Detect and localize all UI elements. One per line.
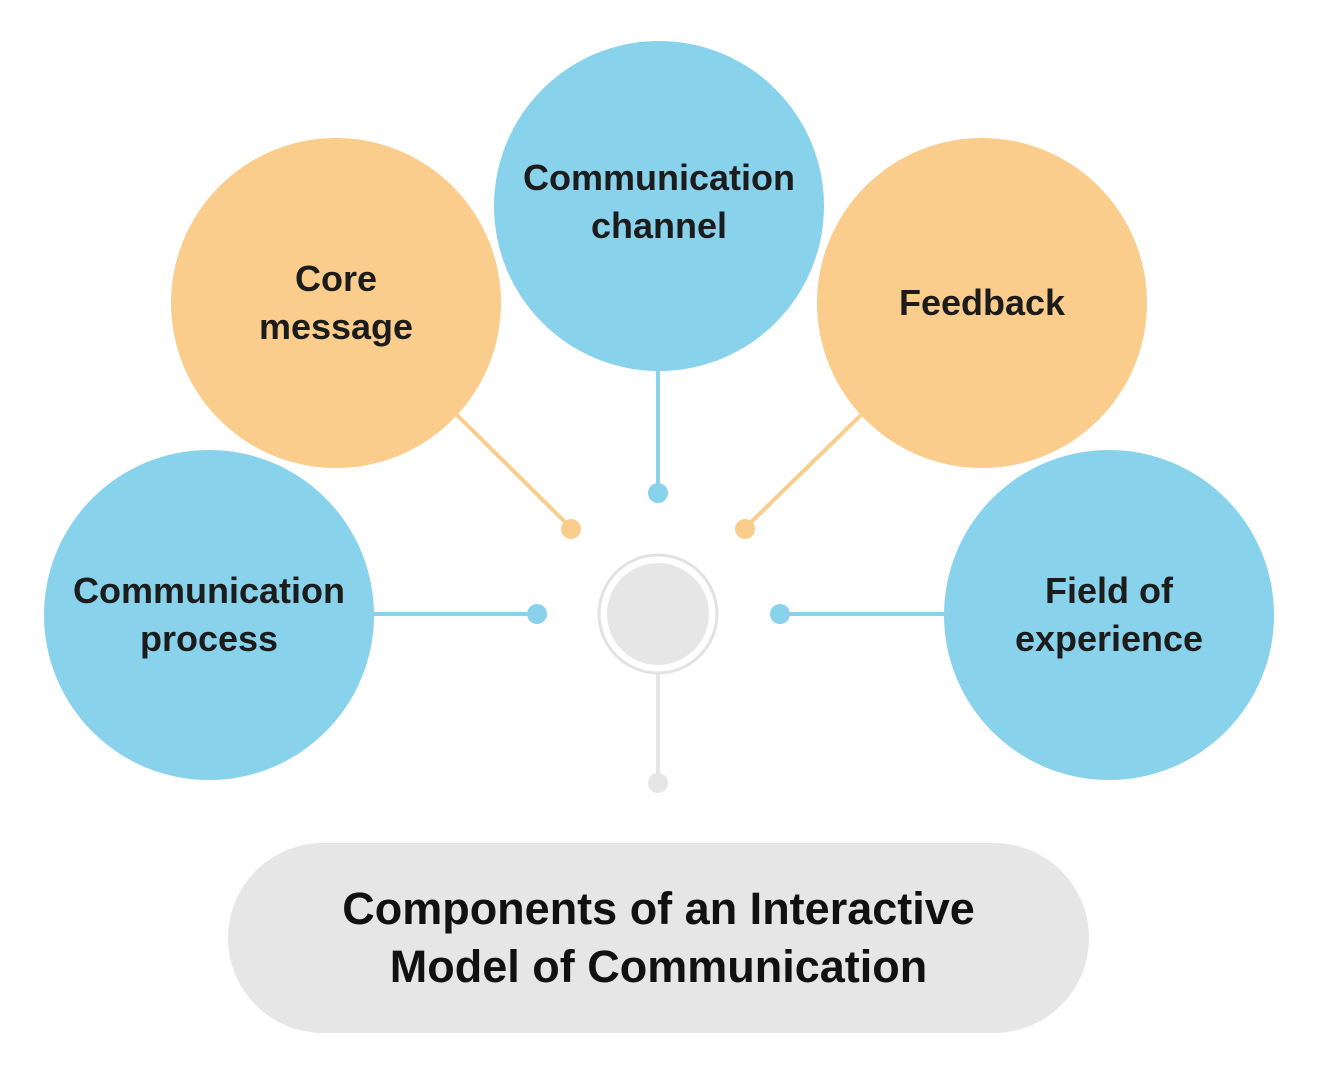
diagram-title: Components of an Interactive Model of Co… [228, 843, 1089, 1033]
connector-dot-core-message [561, 519, 581, 539]
node-communication-process-line1: Communication [72, 570, 345, 611]
connector-dot-hub-down [648, 773, 668, 793]
node-communication-channel-line1: Communication [522, 157, 795, 198]
node-communication-channel: Communication channel [494, 41, 824, 371]
node-communication-channel-line2: channel [590, 205, 728, 246]
connector-dot-communication-process [527, 604, 547, 624]
connector-feedback [743, 413, 863, 530]
node-feedback: Feedback [817, 138, 1147, 468]
node-core-message: Core message [171, 138, 501, 468]
node-communication-process-line2: process [139, 618, 279, 659]
diagram-title-line1: Components of an Interactive [342, 883, 975, 934]
connector-dot-communication-channel [648, 483, 668, 503]
node-field-of-experience-line2: experience [1014, 618, 1204, 659]
node-field-of-experience-line1: Field of [1045, 570, 1173, 611]
connector-dot-field-of-experience [770, 604, 790, 624]
node-field-of-experience: Field of experience [944, 450, 1274, 780]
node-core-message-line1: Core [294, 258, 378, 299]
node-communication-process: Communication process [44, 450, 374, 780]
connector-core-message [455, 413, 573, 530]
node-core-message-line2: message [258, 306, 414, 347]
node-feedback-label: Feedback [898, 282, 1066, 323]
hub-core [607, 563, 709, 665]
diagram-title-line2: Model of Communication [389, 941, 928, 992]
connector-dot-feedback [735, 519, 755, 539]
